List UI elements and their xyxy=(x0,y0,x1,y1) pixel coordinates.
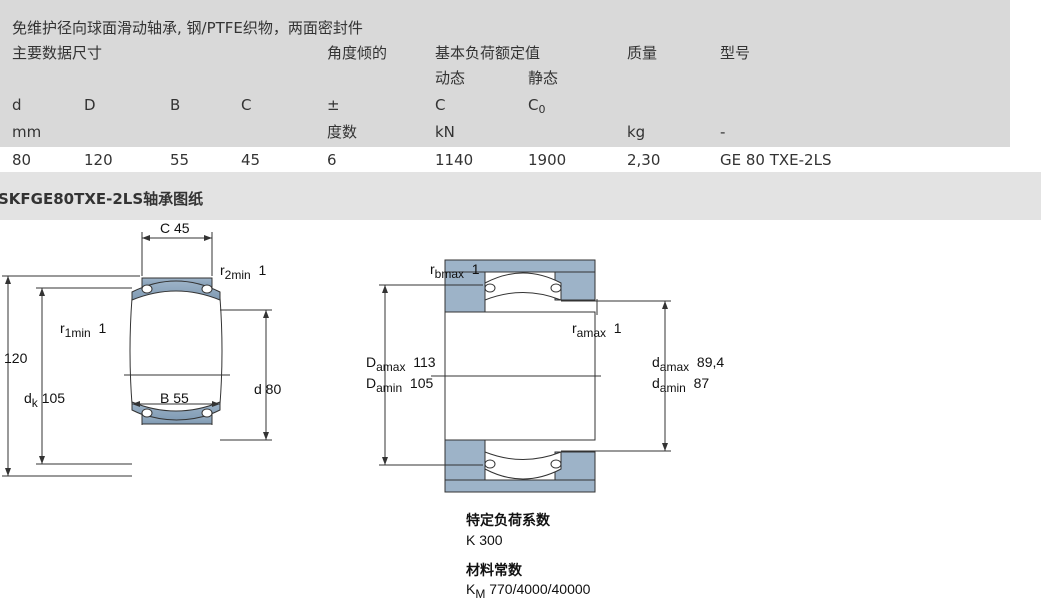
label-damin-housing: Damin 105 xyxy=(366,375,434,395)
symbol-angle: ± xyxy=(327,96,340,114)
value-D: 120 xyxy=(84,151,113,169)
drawing-title: SKFGE80TXE-2LS轴承图纸 xyxy=(0,190,204,208)
header-angle: 角度倾的 xyxy=(327,44,388,62)
header-load-ratings: 基本负荷额定值 xyxy=(435,44,541,62)
unit-degrees: 度数 xyxy=(327,123,358,141)
label-bore: d 80 xyxy=(254,381,282,397)
value-static: 1900 xyxy=(528,151,567,169)
value-d: 80 xyxy=(12,151,32,169)
label-damax-housing: Damax 113 xyxy=(366,354,436,374)
load-factor-value: K 300 xyxy=(466,532,503,548)
label-r1min: r1min 1 xyxy=(60,320,107,340)
product-title: 免维护径向球面滑动轴承, 钢/PTFE织物，两面密封件 xyxy=(12,19,363,37)
value-mass: 2,30 xyxy=(627,151,661,169)
drawing-title-bar: SKFGE80TXE-2LS轴承图纸 xyxy=(0,172,1041,220)
label-damin-shaft: damin 87 xyxy=(652,375,710,395)
label-b-width: B 55 xyxy=(160,390,189,406)
mounting-drawing xyxy=(379,259,671,493)
load-factor-title: 特定负荷系数 xyxy=(466,513,550,529)
material-constant-title: 材料常数 xyxy=(466,563,522,579)
label-rbmax: rbmax 1 xyxy=(430,261,480,281)
value-dynamic: 1140 xyxy=(435,151,474,169)
value-C: 45 xyxy=(241,151,261,169)
symbol-D: D xyxy=(84,96,96,114)
header-dimensions: 主要数据尺寸 xyxy=(12,44,103,62)
label-r2min: r2min 1 xyxy=(220,262,267,282)
symbol-C: C xyxy=(241,96,252,114)
value-B: 55 xyxy=(170,151,190,169)
label-c-width: C 45 xyxy=(160,220,190,236)
material-constant-value: KM 770/4000/40000 xyxy=(466,581,591,601)
header-static: 静态 xyxy=(528,69,559,87)
unit-kg: kg xyxy=(627,123,646,141)
label-outer-diameter: 120 xyxy=(4,350,28,366)
header-mass: 质量 xyxy=(627,44,658,62)
label-dk: dk 105 xyxy=(24,390,66,410)
symbol-B: B xyxy=(170,96,181,114)
label-damax-shaft: damax 89,4 xyxy=(652,354,725,374)
unit-designation: - xyxy=(720,123,726,141)
label-ramax: ramax 1 xyxy=(572,320,622,340)
value-designation: GE 80 TXE-2LS xyxy=(720,151,832,169)
spec-table: 免维护径向球面滑动轴承, 钢/PTFE织物，两面密封件 主要数据尺寸 角度倾的 … xyxy=(0,0,1010,172)
value-angle: 6 xyxy=(327,151,337,169)
symbol-static: C0 xyxy=(528,96,546,116)
header-dynamic: 动态 xyxy=(435,69,466,87)
symbol-dynamic: C xyxy=(435,96,446,114)
bearing-section-drawing xyxy=(2,232,272,477)
symbol-d: d xyxy=(12,96,22,114)
unit-kn: kN xyxy=(435,123,455,141)
header-designation: 型号 xyxy=(720,44,751,62)
unit-mm: mm xyxy=(12,123,42,141)
table-row-values xyxy=(0,147,1010,172)
